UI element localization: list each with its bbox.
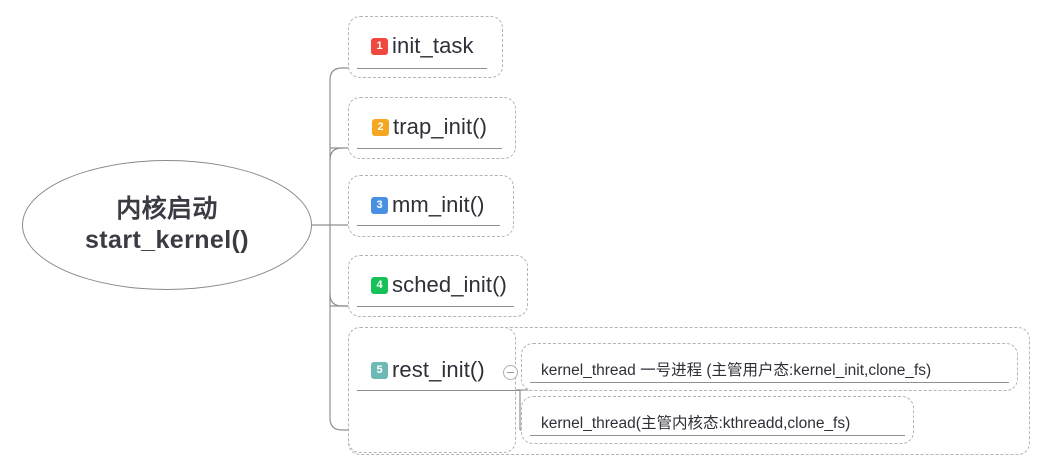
badge-3: 3 (371, 196, 388, 214)
topic-underline-init-task (357, 68, 487, 69)
topic-content-rest-init: 5 rest_init() (371, 357, 485, 383)
root-title-line2: start_kernel() (85, 226, 249, 254)
collapse-minus-icon[interactable] (503, 365, 518, 380)
topic-content-init-task: 1 init_task (371, 33, 474, 59)
topic-underline-sched-init (357, 306, 514, 307)
topic-content-mm-init: 3 mm_init() (371, 192, 485, 218)
topic-underline-trap-init (357, 148, 502, 149)
topic-content-trap-init: 2 trap_init() (372, 114, 487, 140)
subtopic-underline-kernel-thread-user (530, 382, 1009, 383)
subtopic-node-kernel-thread-kernel[interactable] (521, 396, 914, 444)
topic-label-trap-init: trap_init() (393, 114, 488, 139)
subtopic-label-kernel-thread-kernel: kernel_thread(主管内核态:kthreadd,clone_fs) (541, 415, 851, 432)
badge-2: 2 (372, 118, 389, 136)
root-title-line1: 内核启动 (116, 194, 218, 223)
subtopic-node-kernel-thread-user[interactable] (521, 343, 1018, 391)
badge-1: 1 (371, 37, 388, 55)
subtopic-underline-kernel-thread-kernel (530, 435, 905, 436)
subtopic-label-kernel-thread-user: kernel_thread 一号进程 (主管用户态:kernel_init,cl… (541, 362, 932, 379)
topic-label-sched-init: sched_init() (392, 272, 507, 297)
badge-5: 5 (371, 361, 388, 379)
badge-4: 4 (371, 276, 388, 294)
topic-underline-mm-init (357, 225, 500, 226)
topic-label-init-task: init_task (392, 33, 474, 58)
topic-label-mm-init: mm_init() (392, 192, 485, 217)
root-node[interactable]: 内核启动 start_kernel() (22, 160, 312, 290)
topic-label-rest-init: rest_init() (392, 357, 485, 382)
topic-underline-rest-init (357, 390, 520, 391)
topic-content-sched-init: 4 sched_init() (371, 272, 507, 298)
